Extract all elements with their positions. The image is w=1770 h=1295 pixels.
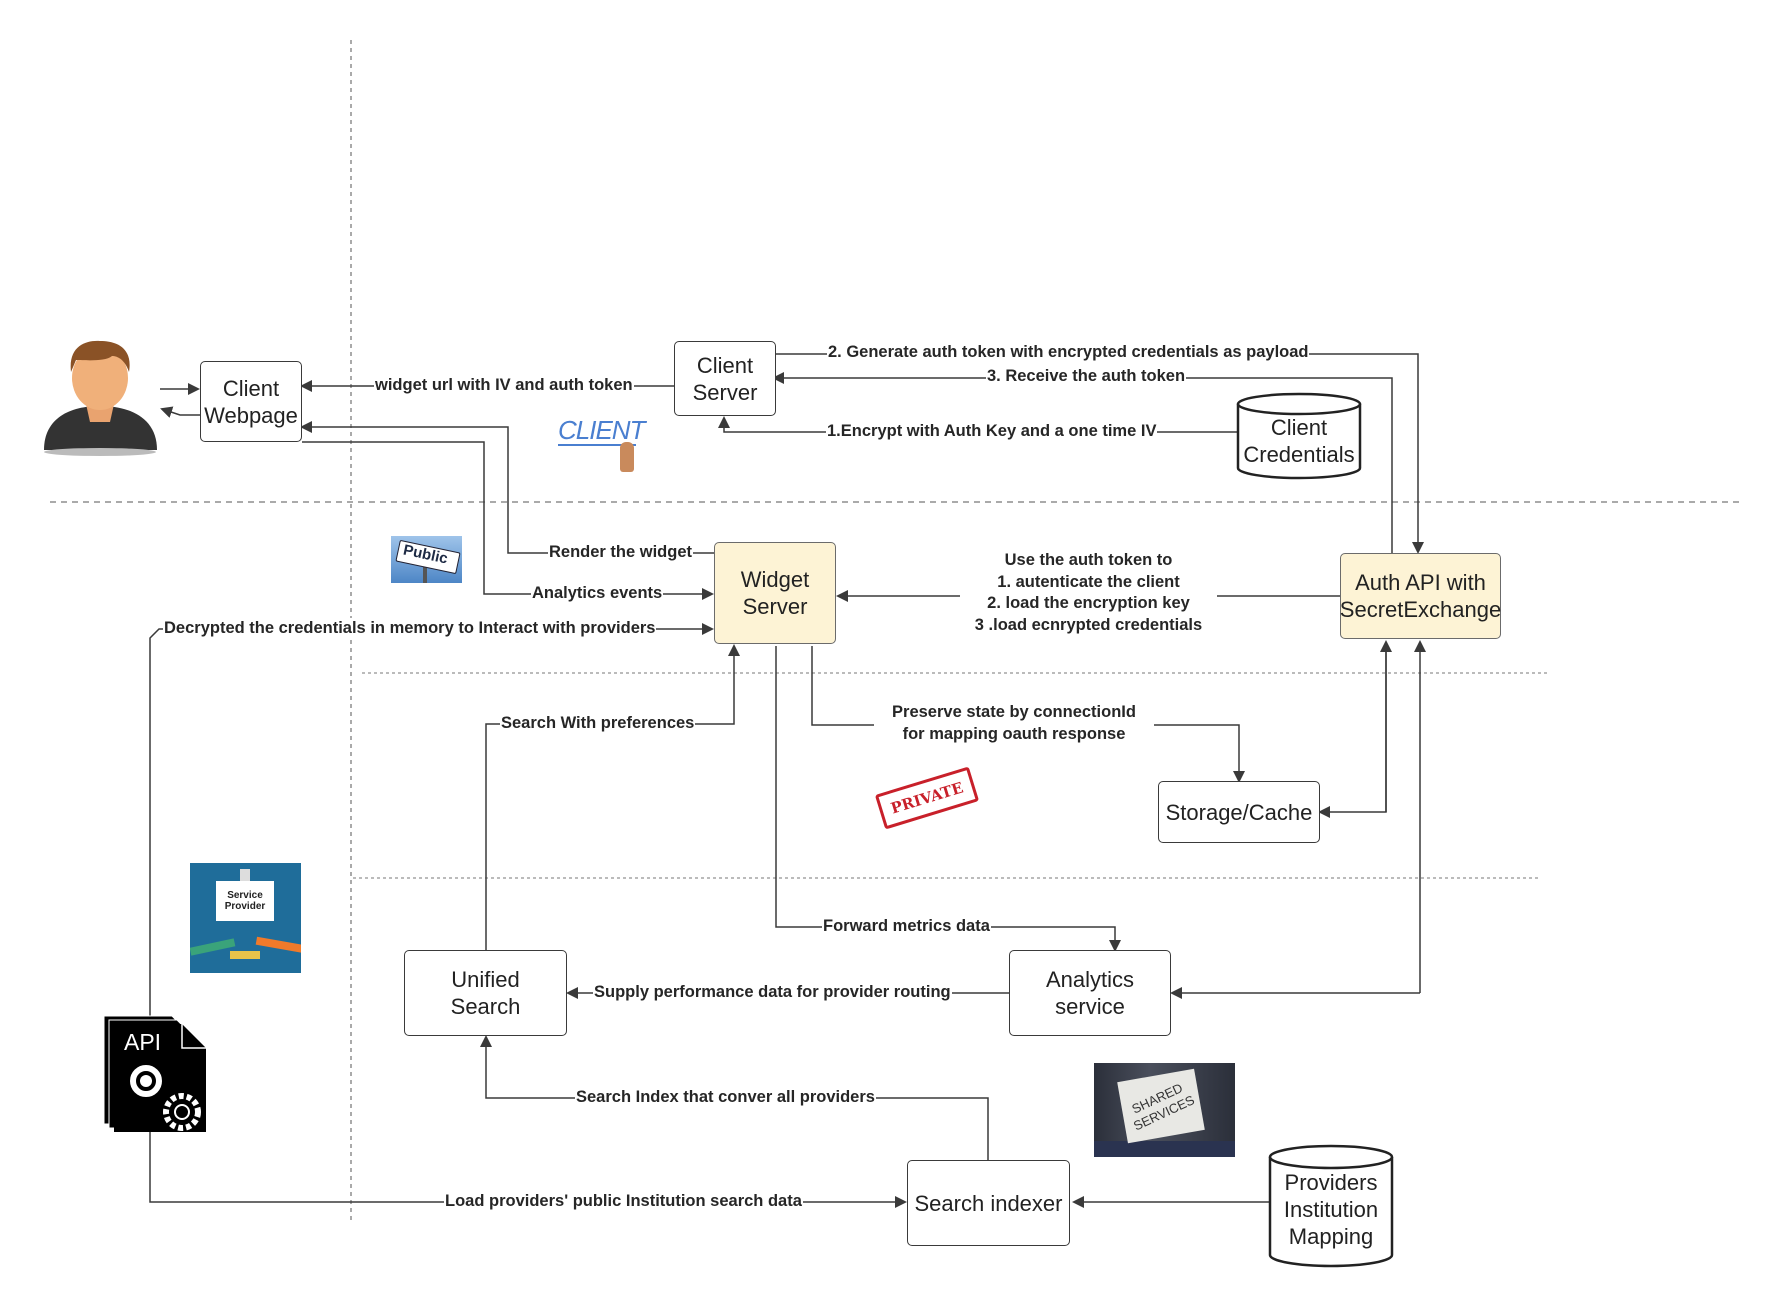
api-icon [103, 1015, 206, 1132]
providers-mapping-cylinder [1268, 1144, 1394, 1268]
label-forward-metrics: Forward metrics data [822, 916, 991, 936]
public-badge: Public [391, 536, 462, 583]
webpage-to-user-arrow [160, 406, 200, 418]
user-icon [44, 340, 157, 456]
service-provider-image: Service Provider [190, 863, 301, 973]
client-credentials-cylinder [1236, 392, 1362, 480]
api-label: API [124, 1029, 162, 1055]
label-encrypt: 1.Encrypt with Auth Key and a one time I… [826, 421, 1158, 441]
client-server-node[interactable]: Client Server [674, 341, 776, 416]
hand-icon [620, 442, 634, 472]
label-decrypted: Decrypted the credentials in memory to I… [163, 618, 657, 638]
widget-server-node[interactable]: Widget Server [714, 542, 836, 644]
unified-search-node[interactable]: Unified Search [404, 950, 567, 1036]
edge-receive-token [772, 372, 1393, 554]
label-search-prefs: Search With preferences [500, 713, 696, 733]
label-search-index: Search Index that conver all providers [575, 1087, 876, 1107]
client-badge: CLIENT [556, 412, 646, 476]
storage-cache-node[interactable]: Storage/Cache [1158, 781, 1320, 843]
auth-api-node[interactable]: Auth API with SecretExchange [1340, 553, 1501, 639]
zone-dividers [50, 40, 1740, 1222]
edge-analytics-events [302, 441, 714, 600]
analytics-service-node[interactable]: Analytics service [1009, 950, 1171, 1036]
label-use-auth-token: Use the auth token to 1. autenticate the… [960, 550, 1217, 636]
client-badge-text: CLIENT [558, 415, 645, 445]
service-provider-text: Service Provider [224, 890, 266, 912]
label-analytics-events: Analytics events [531, 583, 664, 603]
label-widget-url: widget url with IV and auth token [374, 375, 634, 395]
label-render-widget: Render the widget [548, 542, 694, 562]
shared-services-text: SHARED SERVICES [1129, 1080, 1198, 1134]
edge-render-widget [300, 421, 714, 554]
edge-search-prefs [485, 644, 740, 950]
client-webpage-node[interactable]: Client Webpage [200, 361, 302, 442]
edge-auth-to-storage [1318, 642, 1387, 818]
label-load-providers: Load providers' public Institution searc… [444, 1191, 803, 1211]
shared-services-image: SHARED SERVICES [1094, 1063, 1235, 1157]
search-indexer-node[interactable]: Search indexer [907, 1160, 1070, 1246]
label-supply-perf: Supply performance data for provider rou… [593, 982, 952, 1002]
label-receive-token: 3. Receive the auth token [986, 366, 1187, 386]
label-preserve-state: Preserve state by connectionId for mappi… [874, 702, 1154, 745]
client-credentials-label: Client Credentials [1243, 415, 1355, 467]
label-generate-token: 2. Generate auth token with encrypted cr… [827, 342, 1310, 362]
providers-mapping-label: Providers Institution Mapping [1283, 1169, 1379, 1249]
